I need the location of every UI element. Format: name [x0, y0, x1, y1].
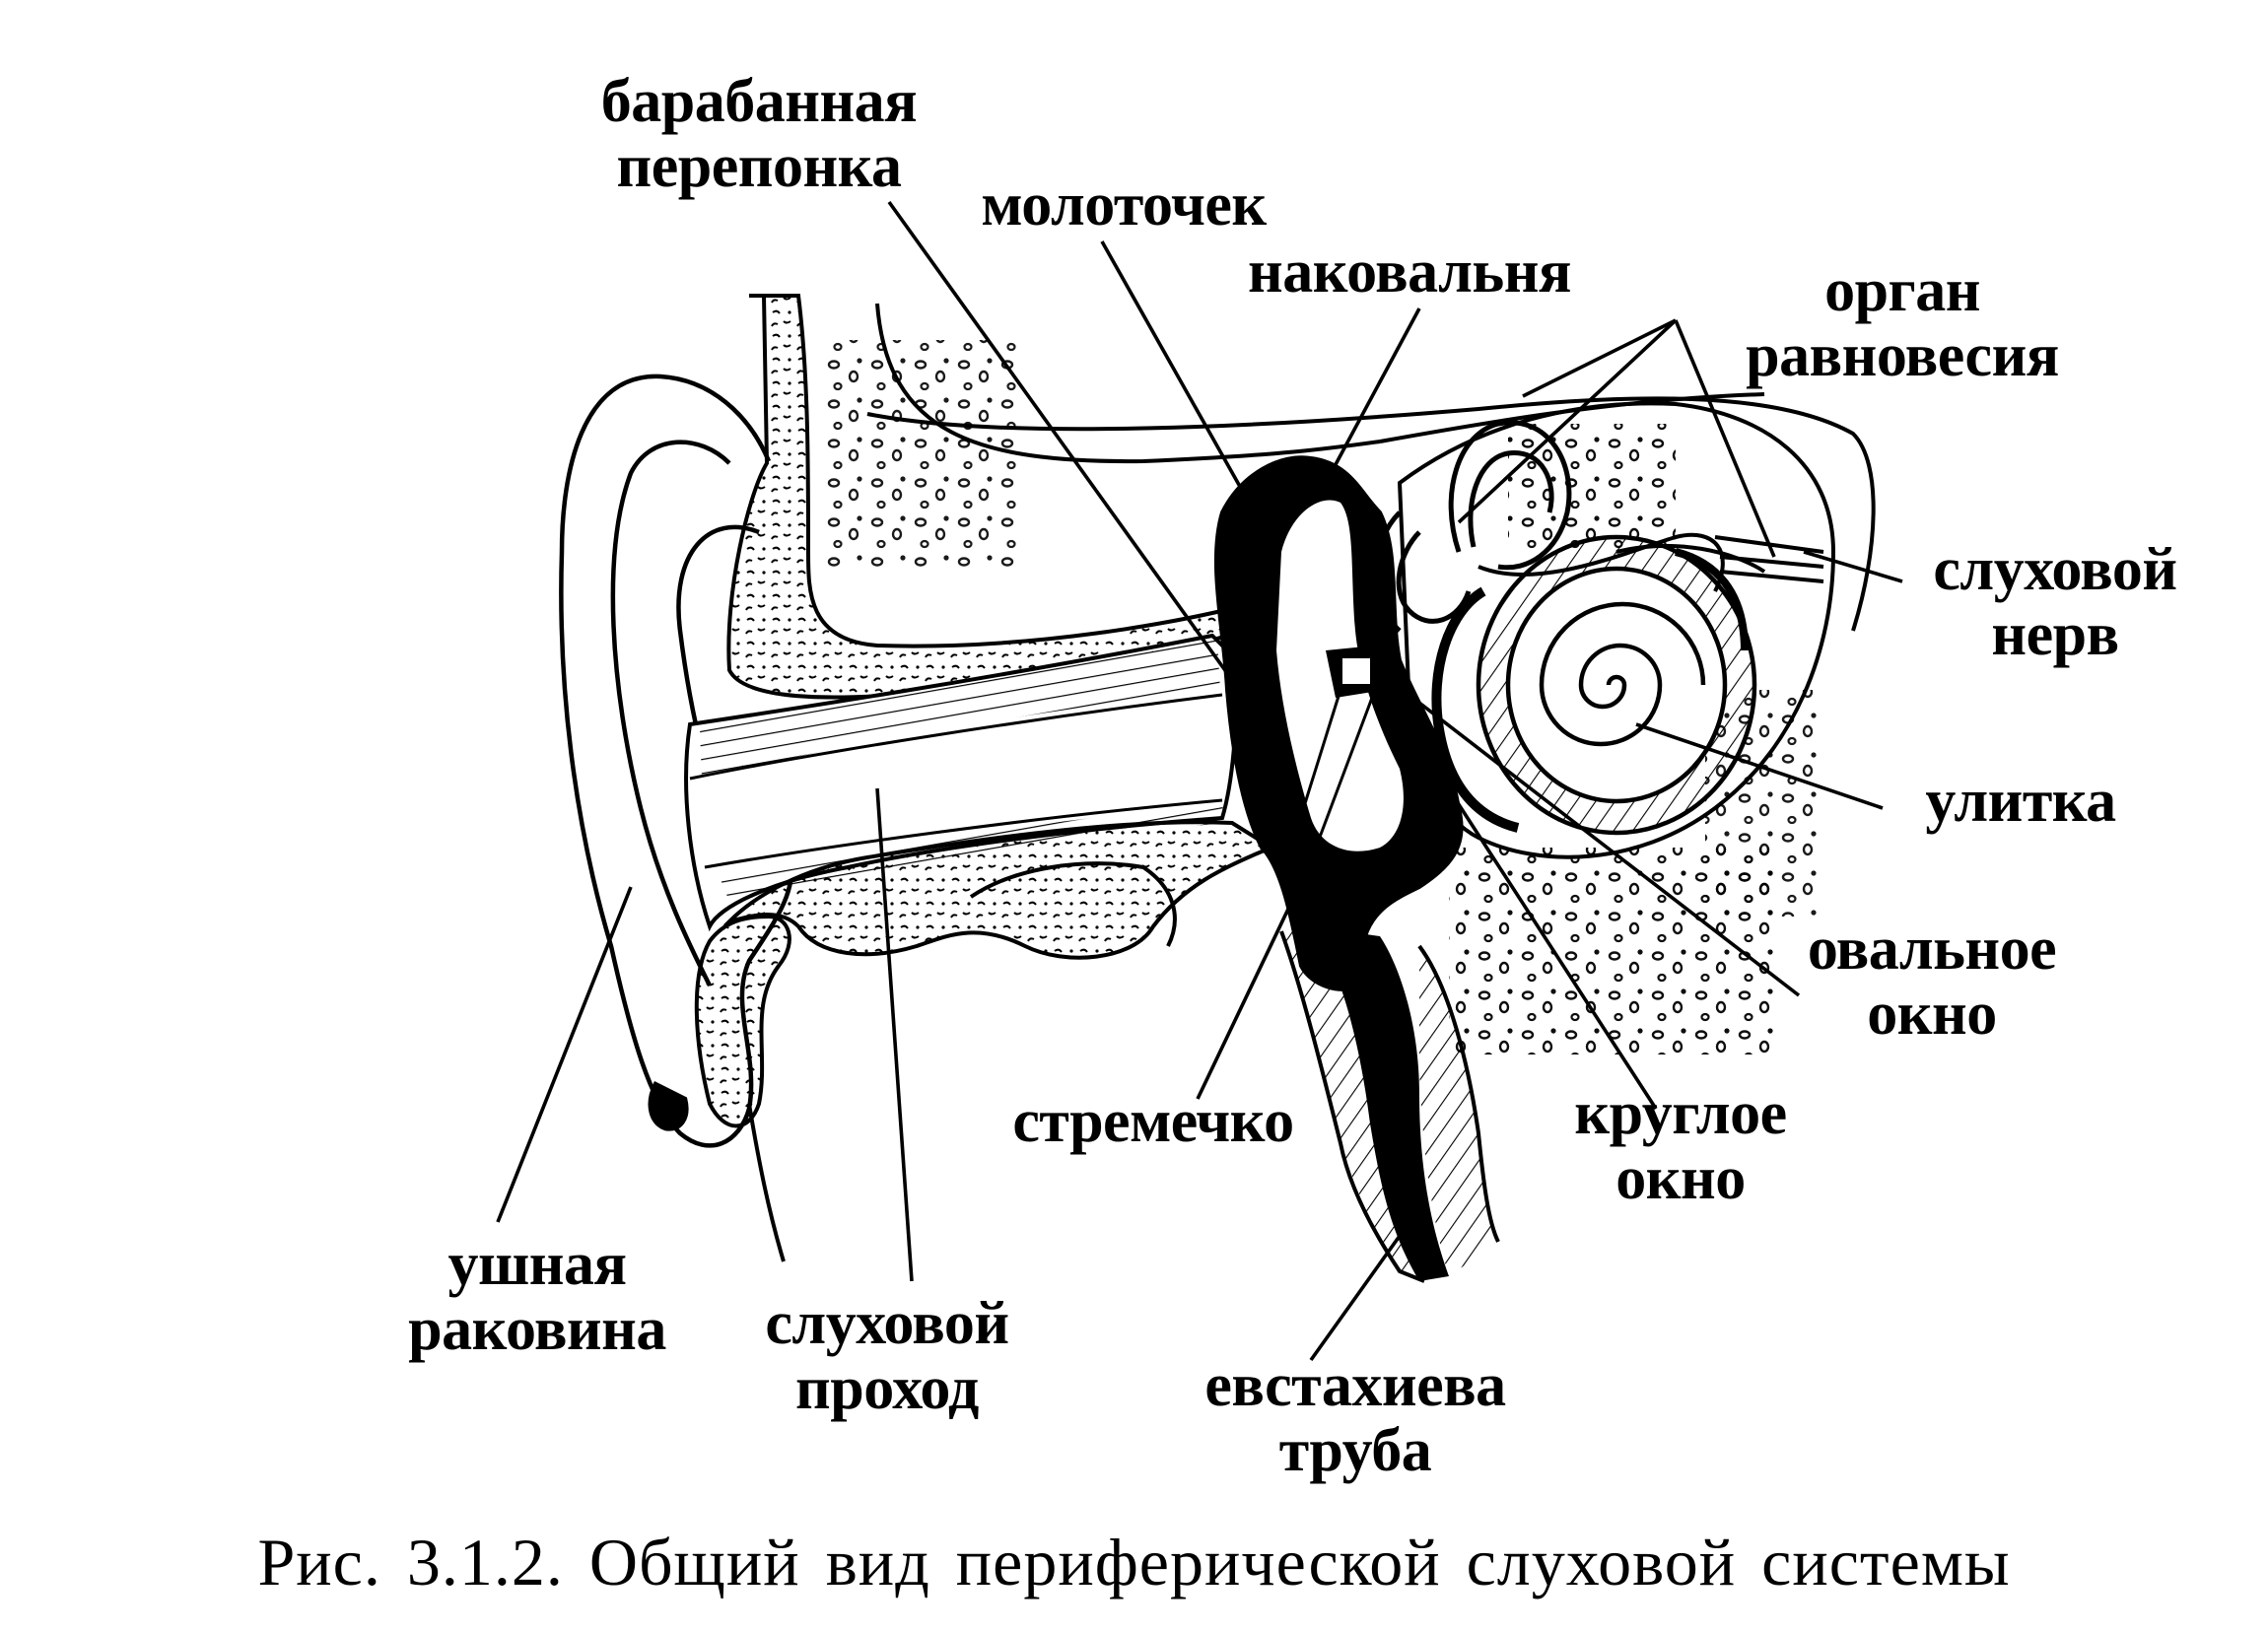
label-round-window: круглое окно	[1574, 1080, 1787, 1212]
leader-vestibular-1	[1522, 318, 1677, 398]
leader-auricle	[496, 886, 633, 1223]
leader-round-window	[1427, 758, 1658, 1110]
label-oval-window: овальное окно	[1807, 916, 2057, 1048]
figure-caption: Рис. 3.1.2. Общий вид периферической слу…	[257, 1525, 2011, 1599]
label-malleus: молоточек	[981, 171, 1267, 238]
leader-cochlea	[1635, 722, 1884, 810]
lobule	[694, 914, 791, 1128]
temporal-bone-bottom	[722, 820, 1276, 960]
cochlea-shape	[1431, 534, 1757, 836]
leader-tympanic-membrane	[887, 200, 1234, 682]
label-auditory-nerve: слуховой нерв	[1933, 536, 2177, 668]
leader-oval-window	[1388, 678, 1801, 997]
label-tympanic-membrane: барабанная перепонка	[600, 68, 918, 200]
leader-malleus	[1100, 240, 1254, 509]
label-eustachian-tube: евстахиева труба	[1204, 1352, 1506, 1484]
leader-vestibular-3	[1674, 319, 1776, 558]
stapes-and-windows	[1289, 688, 1440, 849]
leader-stapes	[1196, 881, 1303, 1100]
label-vestibular-organ: орган равновесия	[1746, 257, 2059, 389]
label-incus: наковальня	[1248, 238, 1571, 306]
leader-incus	[1324, 307, 1421, 484]
temporal-bone-top	[726, 294, 1244, 700]
label-ear-canal: слуховой проход	[765, 1290, 1009, 1422]
label-stapes: стремечко	[1012, 1088, 1294, 1155]
middle-ear-cavity	[1213, 455, 1464, 991]
eustachian-tube-shape	[1279, 926, 1500, 1283]
leader-eustachian-tube	[1309, 1220, 1411, 1362]
leader-auditory-nerve	[1803, 550, 1903, 583]
label-auricle: ушная раковина	[408, 1231, 666, 1363]
leader-vestibular-2	[1457, 318, 1678, 524]
leader-lines	[496, 200, 1903, 1362]
leader-ear-canal	[875, 787, 914, 1282]
label-cochlea: улитка	[1925, 768, 2116, 835]
